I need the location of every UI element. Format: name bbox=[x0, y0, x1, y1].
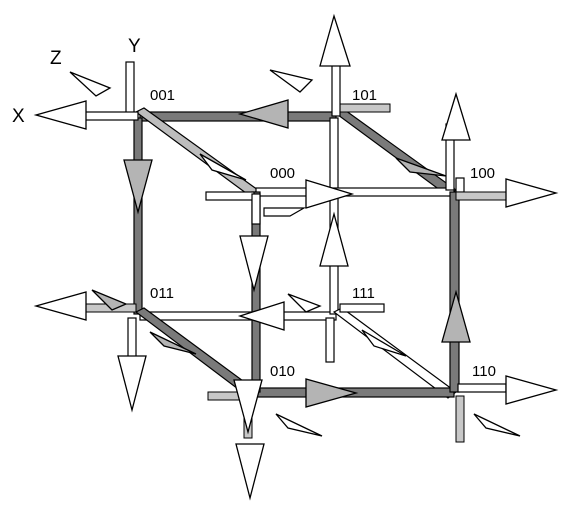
x-axis-arrow bbox=[33, 100, 87, 130]
arrow-010-down bbox=[235, 443, 265, 501]
z-axis-label: Z bbox=[50, 48, 62, 69]
arrow-001-000-white bbox=[199, 153, 247, 181]
stub-000-left bbox=[205, 191, 255, 201]
arrow-111-z bbox=[287, 293, 322, 313]
arrow-011-z-gray bbox=[91, 289, 128, 311]
stub-001-up bbox=[125, 61, 135, 115]
node-label-101: 101 bbox=[352, 87, 377, 104]
arrow-101-100-gray bbox=[395, 157, 447, 177]
stub-110-right bbox=[457, 383, 507, 393]
arrow-001-101-gray bbox=[237, 99, 289, 129]
arrow-000-right bbox=[305, 179, 355, 209]
edge-000-100 bbox=[255, 187, 455, 197]
arrow-111-101-white bbox=[319, 211, 349, 267]
node-label-110: 110 bbox=[472, 363, 496, 380]
arrow-101-z bbox=[269, 69, 314, 93]
node-label-100: 100 bbox=[470, 165, 495, 182]
arrow-100-up bbox=[441, 91, 471, 141]
node-label-000: 000 bbox=[270, 165, 295, 182]
arrow-001-011-gray bbox=[123, 159, 153, 215]
stub-000-back bbox=[263, 207, 307, 217]
node-label-011: 011 bbox=[150, 285, 174, 302]
arrow-111-011-white bbox=[237, 301, 285, 331]
arrow-011-010-gray bbox=[149, 331, 197, 355]
y-axis-label: Y bbox=[128, 36, 141, 57]
edge-001-011 bbox=[133, 117, 143, 315]
arrow-110-right bbox=[505, 375, 559, 405]
stub-011-down bbox=[127, 317, 137, 359]
arrow-000-010-white bbox=[239, 235, 269, 293]
stub-101-up bbox=[331, 63, 341, 117]
stub-111-down bbox=[325, 317, 335, 363]
arrow-111-110-white bbox=[361, 329, 407, 357]
arrow-010-down-upper bbox=[233, 379, 263, 435]
node-label-010: 010 bbox=[270, 363, 295, 380]
stub-100-up bbox=[455, 177, 465, 193]
stub-111-right bbox=[339, 303, 385, 313]
arrow-011-left bbox=[33, 291, 87, 321]
arrow-011-down bbox=[117, 355, 147, 413]
edge-101-100 bbox=[332, 107, 458, 197]
arrow-010-z bbox=[275, 413, 323, 437]
z-axis-arrow bbox=[69, 71, 112, 97]
arrow-100-right bbox=[505, 178, 559, 208]
node-label-001: 001 bbox=[150, 87, 175, 104]
arrow-010-110-gray bbox=[305, 378, 359, 408]
edge-100-110 bbox=[449, 191, 460, 393]
stub-110-down bbox=[455, 395, 465, 443]
stub-100-right bbox=[455, 191, 507, 201]
stub-101-right bbox=[337, 103, 391, 113]
arrow-110-100-gray bbox=[441, 289, 471, 343]
arrow-110-z bbox=[473, 413, 521, 437]
stub-001-left bbox=[83, 111, 139, 121]
stub-000-down bbox=[251, 193, 261, 225]
edge-001-101 bbox=[139, 111, 337, 122]
arrow-101-up bbox=[319, 13, 351, 67]
node-label-111: 111 bbox=[352, 285, 375, 302]
x-axis-label: X bbox=[12, 106, 25, 127]
